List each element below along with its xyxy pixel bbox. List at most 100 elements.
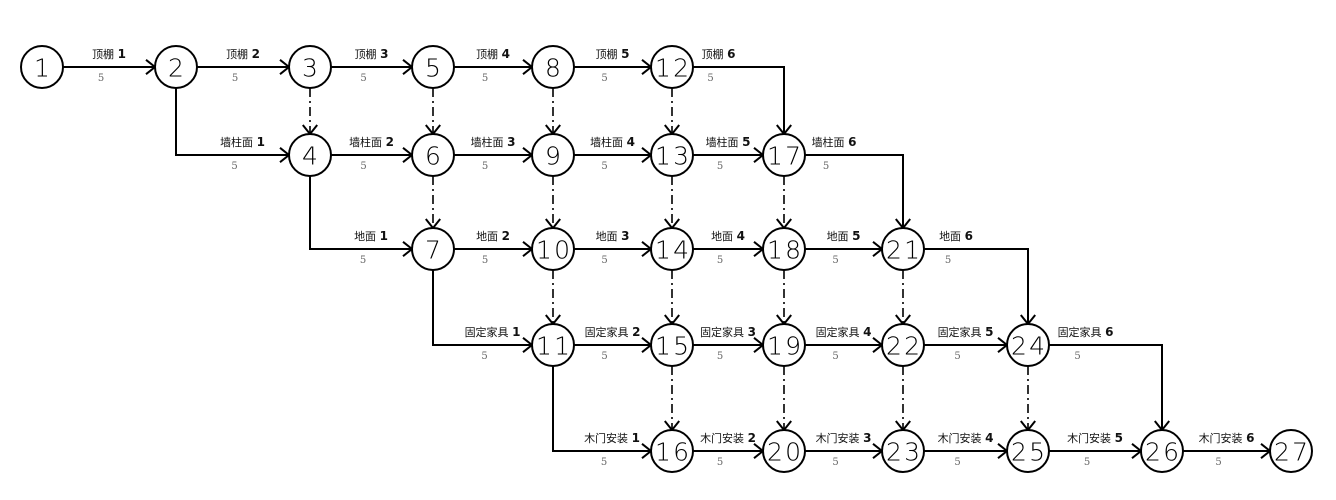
node-circle [762, 323, 806, 367]
node-circle [881, 227, 925, 271]
activity-name: 墙柱面 [812, 135, 849, 149]
dummy-edge [664, 366, 680, 432]
activity-seq: 2 [632, 325, 640, 339]
node-circle [762, 227, 806, 271]
activity-seq: 4 [985, 431, 993, 445]
edge-line [309, 176, 412, 250]
activity-label: 墙柱面 5 [706, 135, 751, 149]
event-node: 3 [288, 45, 332, 89]
activity-label: 墙柱面 2 [349, 135, 394, 149]
node-circle [531, 227, 575, 271]
node-number: 2 [168, 54, 184, 83]
activity-name: 墙柱面 [471, 135, 508, 149]
event-node: 4 [288, 133, 332, 177]
activity-edge [805, 443, 884, 459]
activity-label: 固定家具 2 [585, 325, 641, 339]
activity-name: 木门安装 [816, 431, 864, 445]
activity-duration: 5 [1215, 457, 1221, 468]
node-number: 1 [34, 54, 50, 83]
activity-seq: 6 [965, 229, 973, 243]
node-circle [1006, 323, 1050, 367]
edge-line [1049, 344, 1163, 430]
event-node: 2 [154, 45, 198, 89]
dummy-edge [776, 176, 792, 230]
activity-duration: 5 [481, 351, 487, 362]
dummy-edge [895, 270, 911, 326]
activity-name: 墙柱面 [706, 135, 743, 149]
activity-name: 木门安装 [1199, 431, 1247, 445]
activity-name: 顶棚 [476, 47, 502, 61]
activity-name: 固定家具 [816, 325, 864, 339]
dummy-edge [664, 176, 680, 230]
activity-edge [331, 147, 414, 163]
activity-edge [454, 59, 534, 75]
activity-seq: 3 [621, 229, 629, 243]
activity-duration: 5 [1084, 457, 1090, 468]
activity-edge [1183, 443, 1272, 459]
activity-name: 地面 [354, 230, 380, 243]
activity-duration: 5 [717, 255, 723, 266]
node-number: 4 [302, 142, 318, 171]
activity-edge [693, 337, 765, 353]
activity-edge [924, 443, 1009, 459]
activity-name: 顶棚 [702, 47, 728, 61]
activity-seq: 2 [386, 135, 394, 149]
event-node: 9 [531, 133, 575, 177]
activity-duration: 5 [707, 73, 713, 84]
activity-edge [574, 241, 653, 257]
node-number: 9 [545, 142, 561, 171]
event-node: 8 [531, 45, 575, 89]
activity-name: 木门安装 [1067, 431, 1115, 445]
node-circle [762, 133, 806, 177]
activity-seq: 1 [512, 325, 520, 339]
activity-duration: 5 [360, 161, 366, 172]
activity-label: 木门安装 4 [938, 431, 994, 445]
dummy-edge [776, 366, 792, 432]
activity-duration: 5 [954, 457, 960, 468]
node-circle [531, 323, 575, 367]
node-circle [411, 133, 455, 177]
event-node: 25 [1006, 429, 1050, 473]
activity-edge [1049, 443, 1143, 459]
activity-seq: 6 [848, 135, 856, 149]
activity-name: 墙柱面 [220, 135, 257, 149]
activity-label: 木门安装 5 [1067, 431, 1123, 445]
activity-seq: 4 [627, 135, 635, 149]
activity-edge [63, 59, 157, 75]
edge-line [805, 154, 904, 228]
activity-seq: 1 [380, 229, 388, 243]
activity-edge [331, 59, 414, 75]
activity-seq: 5 [742, 135, 750, 149]
node-circle [650, 227, 694, 271]
activity-name: 地面 [476, 230, 502, 243]
activity-label: 墙柱面 3 [471, 135, 516, 149]
activity-seq: 5 [985, 325, 993, 339]
event-node: 24 [1006, 323, 1050, 367]
node-circle [531, 133, 575, 177]
activity-name: 固定家具 [700, 325, 748, 339]
activity-name: 固定家具 [465, 325, 513, 339]
activity-duration: 5 [601, 161, 607, 172]
node-circle [650, 45, 694, 89]
activity-seq: 1 [257, 135, 265, 149]
node-circle [411, 45, 455, 89]
activity-seq: 6 [1105, 325, 1113, 339]
event-node: 7 [411, 227, 455, 271]
event-node: 13 [650, 133, 694, 177]
activity-duration: 5 [360, 73, 366, 84]
activity-duration: 5 [717, 161, 723, 172]
event-node: 15 [650, 323, 694, 367]
activity-duration: 5 [717, 351, 723, 362]
activity-name: 木门安装 [700, 431, 748, 445]
dummy-edge [895, 366, 911, 432]
activity-name: 地面 [596, 230, 622, 243]
activity-edge [309, 176, 414, 257]
activity-edge [574, 147, 653, 163]
activity-seq: 3 [748, 325, 756, 339]
dummy-edge [302, 88, 318, 136]
activity-label: 墙柱面 4 [590, 135, 635, 149]
node-circle [154, 45, 198, 89]
